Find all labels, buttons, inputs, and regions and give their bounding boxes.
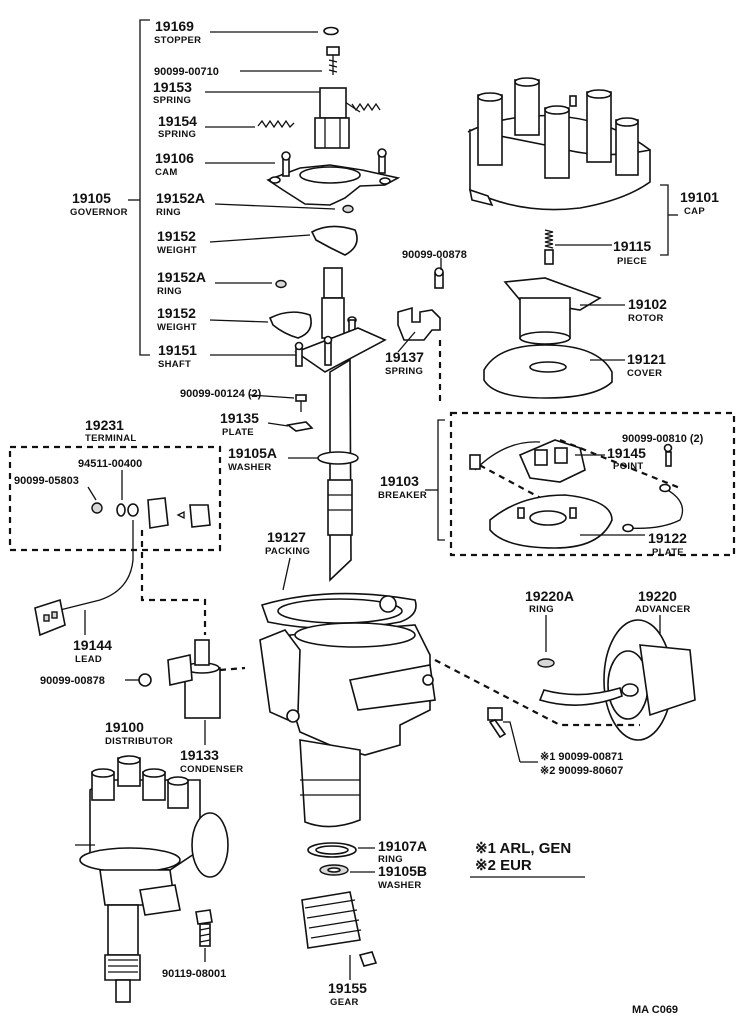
- point-number: 19145: [607, 445, 646, 461]
- ring-19152a-lower-name: RING: [157, 286, 182, 297]
- distributor-name: DISTRIBUTOR: [105, 736, 173, 747]
- plate-19135-name: PLATE: [222, 427, 254, 438]
- distributor-cap-illustration: [467, 77, 651, 265]
- lower-parts-illustration: [301, 842, 378, 967]
- bolt-variant-1: ※1 90099-00871: [540, 751, 623, 763]
- advancer-number: 19220: [638, 588, 677, 604]
- governor-group-name: GOVERNOR: [70, 207, 128, 218]
- legend: ※1 ARL, GEN ※2 EUR: [470, 840, 585, 878]
- stopper-number: 19169: [155, 18, 194, 34]
- washer-19105b-number: 19105B: [378, 863, 427, 879]
- point-name: POINT: [613, 461, 644, 472]
- cover-name: COVER: [627, 368, 662, 379]
- shaft-number: 19151: [158, 342, 197, 358]
- lower-labels: 19107A RING 19105B WASHER 19155 GEAR: [328, 838, 427, 1008]
- washer-19105a-name: WASHER: [228, 462, 272, 473]
- mid-labels: 90099-00124 (2) 19135 PLATE 19105A WASHE…: [180, 388, 359, 591]
- plate-19135-number: 19135: [220, 410, 259, 426]
- cap-number: 19101: [680, 189, 719, 205]
- terminal-part-94511: 94511-00400: [78, 458, 142, 470]
- legend-item-2: ※2 EUR: [475, 857, 532, 874]
- ring-19220a-name: RING: [529, 604, 554, 615]
- weight-19152-lower-number: 19152: [157, 305, 196, 321]
- screw-8001-number: 90119-08001: [162, 968, 226, 980]
- screw-878-number: 90099-00878: [40, 675, 105, 687]
- advancer-name: ADVANCER: [635, 604, 691, 615]
- weight-19152-name: WEIGHT: [157, 245, 197, 256]
- terminal-number: 19231: [85, 417, 124, 433]
- piece-name: PIECE: [617, 256, 647, 267]
- breaker-number: 19103: [380, 473, 419, 489]
- gear-number: 19155: [328, 980, 367, 996]
- governor-parts-illustration: [257, 26, 401, 582]
- ring-19152a-number: 19152A: [156, 190, 205, 206]
- bolt-variant-2: ※2 90099-80607: [540, 765, 623, 777]
- lead-name: LEAD: [75, 654, 102, 665]
- assembled-distributor-illustration: 19100 DISTRIBUTOR: [75, 719, 229, 1003]
- rotor-name: ROTOR: [628, 313, 664, 324]
- piece-number: 19115: [613, 238, 651, 254]
- stopper-name: STOPPER: [154, 35, 201, 46]
- rotor-cover-illustration: [397, 267, 613, 399]
- condenser-illustration: 90099-00878 19133 CONDENSER: [40, 639, 243, 775]
- breaker-name: BREAKER: [378, 490, 427, 501]
- advancer-labels: 19220A RING 19220 ADVANCER ※1 90099-0087…: [434, 588, 691, 777]
- footer-code: MA C069: [632, 1004, 678, 1016]
- spring-19154-name: SPRING: [158, 129, 196, 140]
- screw-00710-number: 90099-00710: [154, 66, 219, 78]
- weight-19152-number: 19152: [157, 228, 196, 244]
- cover-number: 19121: [627, 351, 666, 367]
- screw-8001: 90119-08001: [162, 909, 226, 980]
- legend-item-1: ※1 ARL, GEN: [475, 840, 571, 857]
- lead-number: 19144: [73, 637, 112, 653]
- plate-19122-number: 19122: [648, 530, 687, 546]
- ring-19107a-name: RING: [378, 854, 403, 865]
- ring-19152a-lower-number: 19152A: [157, 269, 206, 285]
- distributor-number: 19100: [105, 719, 144, 735]
- ring-19152a-name: RING: [156, 207, 181, 218]
- spring-19153-number: 19153: [153, 79, 192, 95]
- rotor-number: 19102: [628, 296, 667, 312]
- condenser-name: CONDENSER: [180, 764, 243, 775]
- spring-19154-number: 19154: [158, 113, 197, 129]
- gear-name: GEAR: [330, 997, 359, 1008]
- screw-top-number: 90099-00878: [402, 249, 467, 261]
- terminal-box: 19231 TERMINAL 94511-00400 90099-05803 1…: [8, 417, 246, 672]
- spring-19153-name: SPRING: [153, 95, 191, 106]
- governor-labels: 19105 GOVERNOR 19169 STOPPER 90099-00710…: [70, 18, 219, 370]
- terminal-part-05803: 90099-05803: [14, 475, 79, 487]
- washer-19105a-number: 19105A: [228, 445, 277, 461]
- spring-19137-name: SPRING: [385, 366, 423, 377]
- rotor-cover-labels: 90099-00878 19102 ROTOR 19121 COVER 1913…: [385, 249, 667, 379]
- packing-number: 19127: [267, 529, 306, 545]
- distributor-housing-illustration: [259, 592, 436, 828]
- ring-19220a-number: 19220A: [525, 588, 574, 604]
- condenser-number: 19133: [180, 747, 219, 763]
- terminal-name: TERMINAL: [85, 433, 136, 444]
- shaft-name: SHAFT: [158, 359, 191, 370]
- cam-number: 19106: [155, 150, 194, 166]
- screw-810-number: 90099-00810 (2): [622, 433, 704, 445]
- weight-19152-lower-name: WEIGHT: [157, 322, 197, 333]
- ring-19107a-number: 19107A: [378, 838, 427, 854]
- plate-19122-name: PLATE: [652, 547, 684, 558]
- cap-name: CAP: [684, 206, 705, 217]
- governor-group-number: 19105: [72, 190, 111, 206]
- spring-19137-number: 19137: [385, 349, 424, 365]
- breaker-labels: 90099-00810 (2) 19145 POINT 19103 BREAKE…: [378, 433, 704, 558]
- cam-name: CAM: [155, 167, 178, 178]
- screw-124-number: 90099-00124 (2): [180, 388, 262, 400]
- packing-name: PACKING: [265, 546, 310, 557]
- cap-bracket: 19101 CAP 19115 PIECE: [555, 184, 719, 267]
- advancer-illustration: [537, 619, 696, 741]
- washer-19105b-name: WASHER: [378, 880, 422, 891]
